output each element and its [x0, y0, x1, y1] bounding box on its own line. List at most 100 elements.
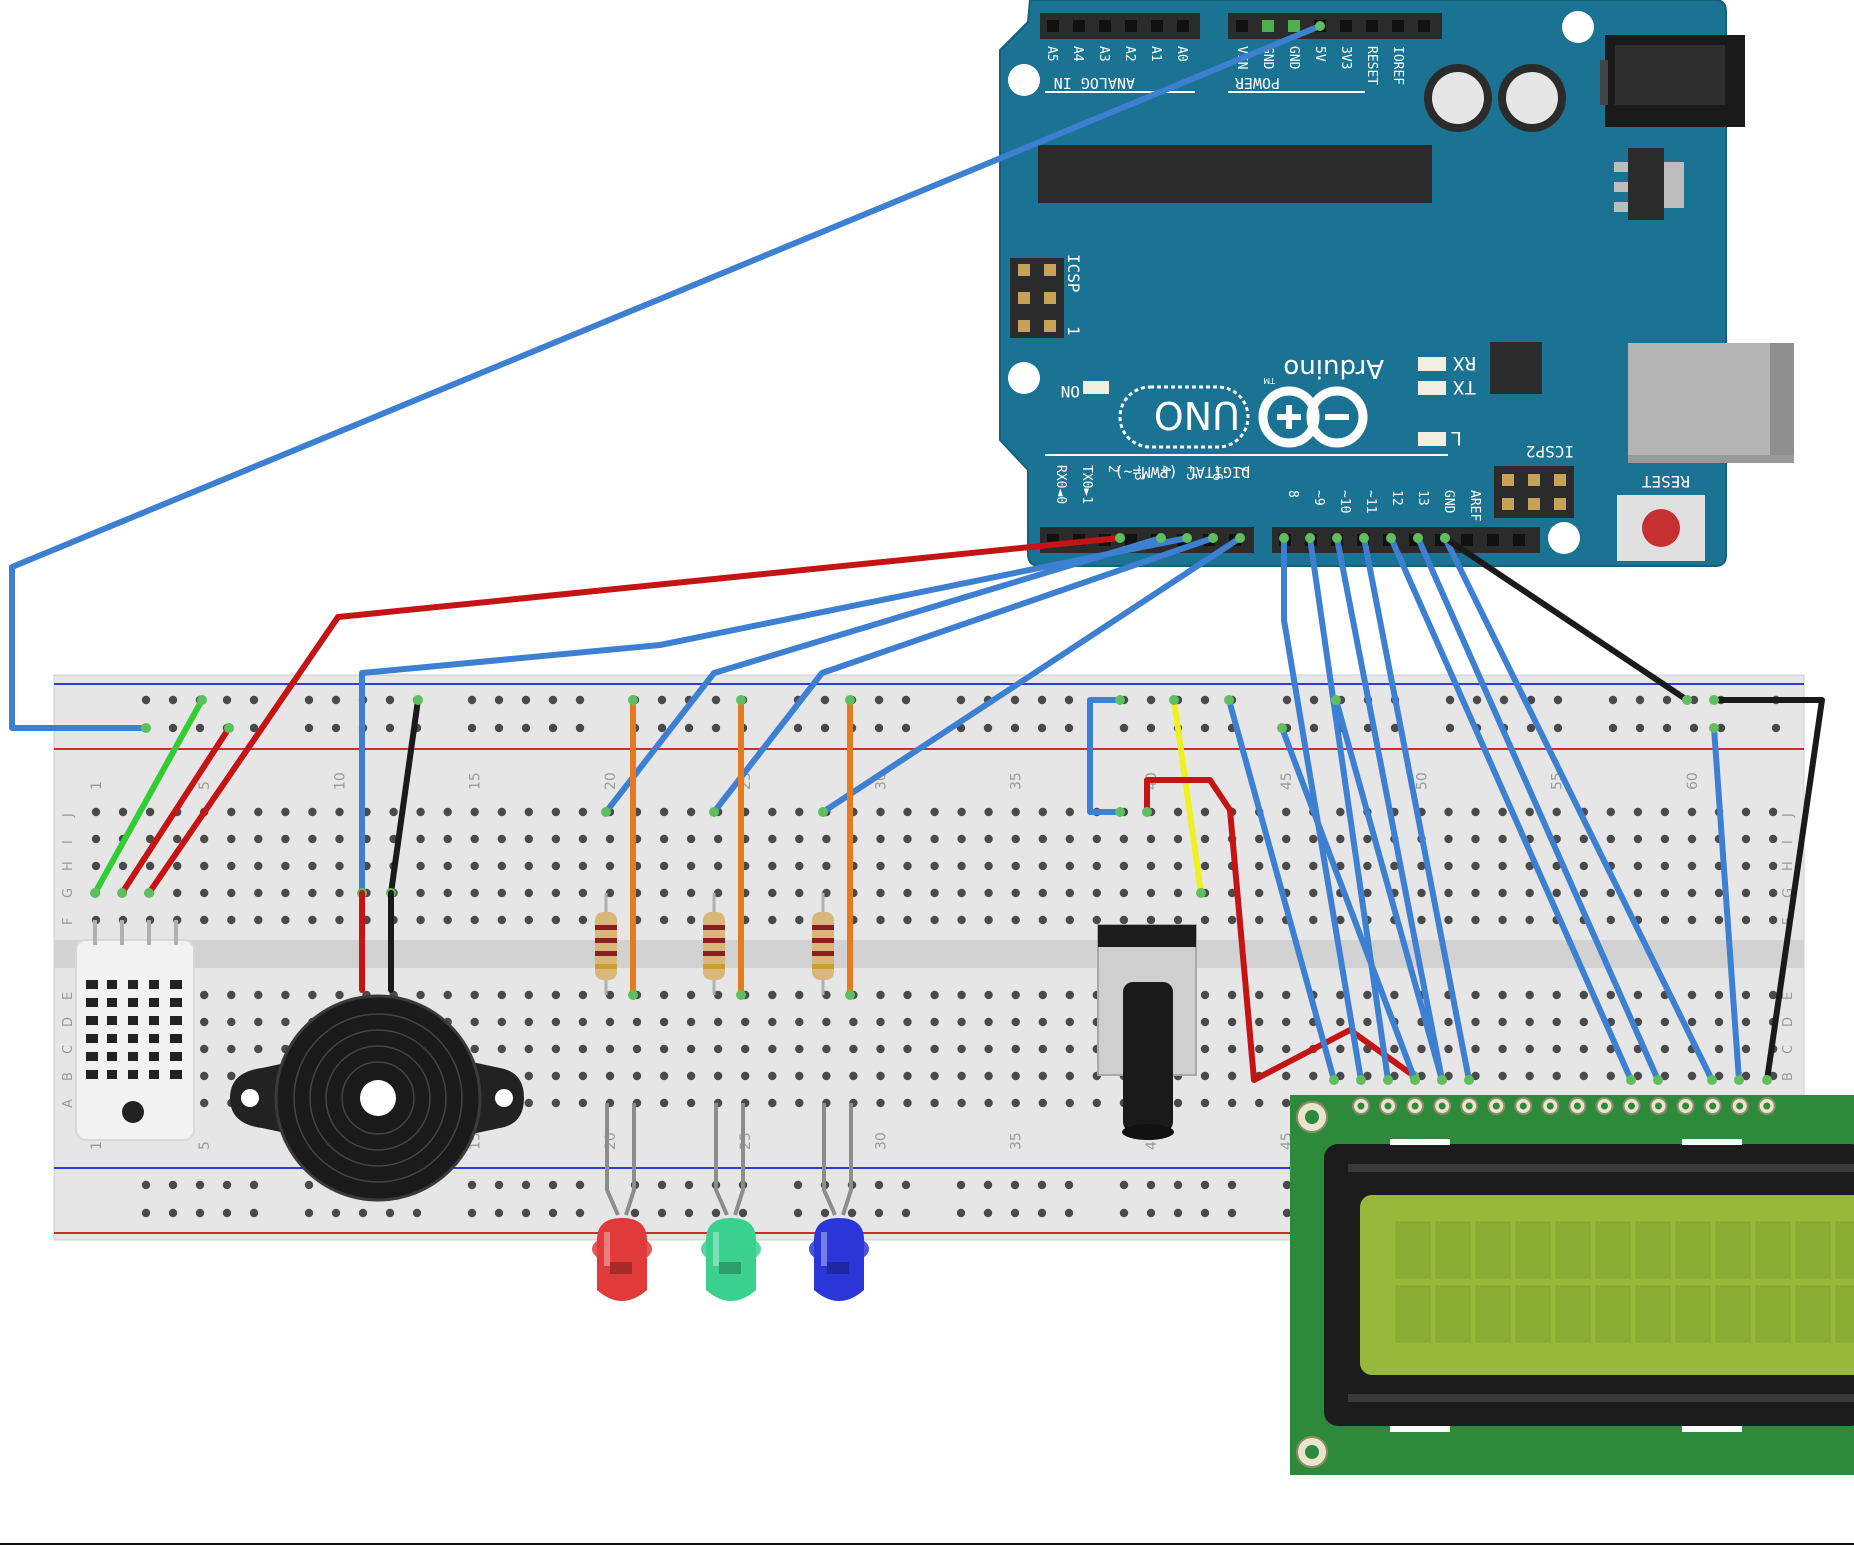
- breadboard-hole: [416, 861, 425, 871]
- wire-gnd-to-lcd: [1442, 535, 1715, 1083]
- wire-endpoint: [141, 723, 151, 733]
- breadboard-hole: [578, 1098, 588, 1108]
- wire-endpoint: [1682, 695, 1692, 705]
- breadboard-hole: [551, 1017, 561, 1027]
- breadboard-hole: [1200, 1071, 1210, 1081]
- breadboard-hole: [659, 1071, 669, 1081]
- breadboard-hole: [957, 1071, 966, 1081]
- breadboard-hole: [768, 990, 777, 1000]
- breadboard-hole: [227, 915, 236, 925]
- breadboard-hole: [849, 1071, 858, 1081]
- breadboard-hole: [1552, 888, 1561, 898]
- rail-hole: [548, 723, 558, 733]
- led-highlight: [604, 1232, 610, 1266]
- breadboard-hole: [876, 807, 885, 817]
- potentiometer-knob[interactable]: [1123, 982, 1173, 1132]
- reset-button[interactable]: [1617, 495, 1705, 561]
- breadboard-hole: [984, 888, 993, 898]
- breadboard-hole: [1173, 1098, 1183, 1108]
- rail-hole: [1173, 1208, 1183, 1218]
- sensor-legs: [93, 920, 178, 945]
- rx-label: RX: [1453, 352, 1476, 374]
- rail-hole: [1064, 695, 1074, 705]
- breadboard-hole: [551, 1071, 561, 1081]
- capacitor: [1424, 64, 1492, 132]
- sensor-vent-slot: [149, 1052, 159, 1061]
- rail-hole: [521, 1180, 531, 1190]
- breadboard-hole: [118, 807, 128, 817]
- rail-hole: [467, 1180, 477, 1190]
- breadboard-hole: [1282, 834, 1291, 844]
- breadboard-hole: [145, 861, 155, 871]
- breadboard-hole: [768, 1017, 777, 1027]
- lcd-pin-hole: [1519, 1102, 1527, 1110]
- sensor-vent-slot: [107, 998, 117, 1007]
- breadboard-hole: [1444, 834, 1453, 844]
- breadboard-hole: [1038, 1098, 1048, 1108]
- rail-hole: [1635, 723, 1645, 733]
- rail-hole: [1445, 695, 1455, 705]
- breadboard-hole: [1038, 807, 1048, 817]
- lcd-character-cells: [1395, 1221, 1854, 1343]
- breadboard-hole: [876, 990, 885, 1000]
- column-number-top: 15: [468, 772, 484, 790]
- breadboard-hole: [308, 888, 317, 898]
- rail-hole: [195, 1208, 205, 1218]
- blue-led: [809, 1218, 869, 1301]
- breadboard-hole: [1768, 915, 1778, 925]
- breadboard-hole: [254, 861, 263, 871]
- breadboard-hole: [281, 990, 290, 1000]
- breadboard-hole: [984, 834, 993, 844]
- breadboard-hole: [1525, 1071, 1534, 1081]
- lcd-character-cell: [1595, 1285, 1631, 1343]
- rail-hole: [1363, 723, 1373, 733]
- breadboard-hole: [1579, 888, 1589, 898]
- breadboard-hole: [578, 888, 588, 898]
- rail-hole: [1173, 1180, 1183, 1190]
- power-pin-label: IOREF: [1390, 46, 1405, 85]
- breadboard-hole: [1687, 915, 1697, 925]
- breadboard-hole: [497, 990, 506, 1000]
- breadboard-hole: [173, 888, 182, 898]
- rail-hole: [195, 1180, 205, 1190]
- rail-hole: [657, 695, 667, 705]
- breadboard-hole: [1173, 888, 1183, 898]
- breadboard-hole: [1065, 834, 1075, 844]
- breadboard-hole: [1498, 1071, 1507, 1081]
- breadboard-hole: [1498, 990, 1507, 1000]
- analog-pin-label: A4: [1070, 46, 1085, 62]
- header-pin-hole: [1177, 20, 1189, 32]
- breadboard-hole: [1255, 1017, 1264, 1027]
- wire-rail-to-lcd-ground: [1711, 697, 1825, 1083]
- digital-pin-label: ~6: [1209, 465, 1224, 481]
- breadboard-hole: [281, 807, 290, 817]
- led-body: [706, 1218, 756, 1301]
- breadboard-hole: [91, 861, 101, 871]
- column-number-top: 35: [1009, 772, 1025, 790]
- breadboard-hole: [876, 1017, 885, 1027]
- breadboard-hole: [1363, 990, 1372, 1000]
- rail-hole: [1282, 1180, 1292, 1190]
- breadboard-hole: [822, 1071, 831, 1081]
- rail-hole: [1472, 695, 1482, 705]
- breadboard-hole: [795, 807, 804, 817]
- rail-hole: [1064, 1180, 1074, 1190]
- wire-endpoint: [1410, 1075, 1420, 1085]
- rail-hole: [1445, 723, 1455, 733]
- breadboard-hole: [957, 1044, 966, 1054]
- red-led: [592, 1218, 652, 1301]
- breadboard-hole: [1255, 990, 1264, 1000]
- breadboard-hole: [1336, 834, 1345, 844]
- breadboard-hole: [903, 990, 912, 1000]
- wire-endpoint: [413, 695, 423, 705]
- mounting-hole: [1008, 64, 1040, 96]
- rail-hole: [1200, 1180, 1210, 1190]
- breadboard-hole: [1200, 834, 1210, 844]
- rail-hole: [956, 1180, 966, 1190]
- breadboard-hole: [1011, 1044, 1020, 1054]
- breadboard-hole: [416, 834, 425, 844]
- header-pin-hole: [1487, 534, 1499, 546]
- led-leg: [714, 1103, 729, 1216]
- uno-label: UNO: [1154, 393, 1240, 437]
